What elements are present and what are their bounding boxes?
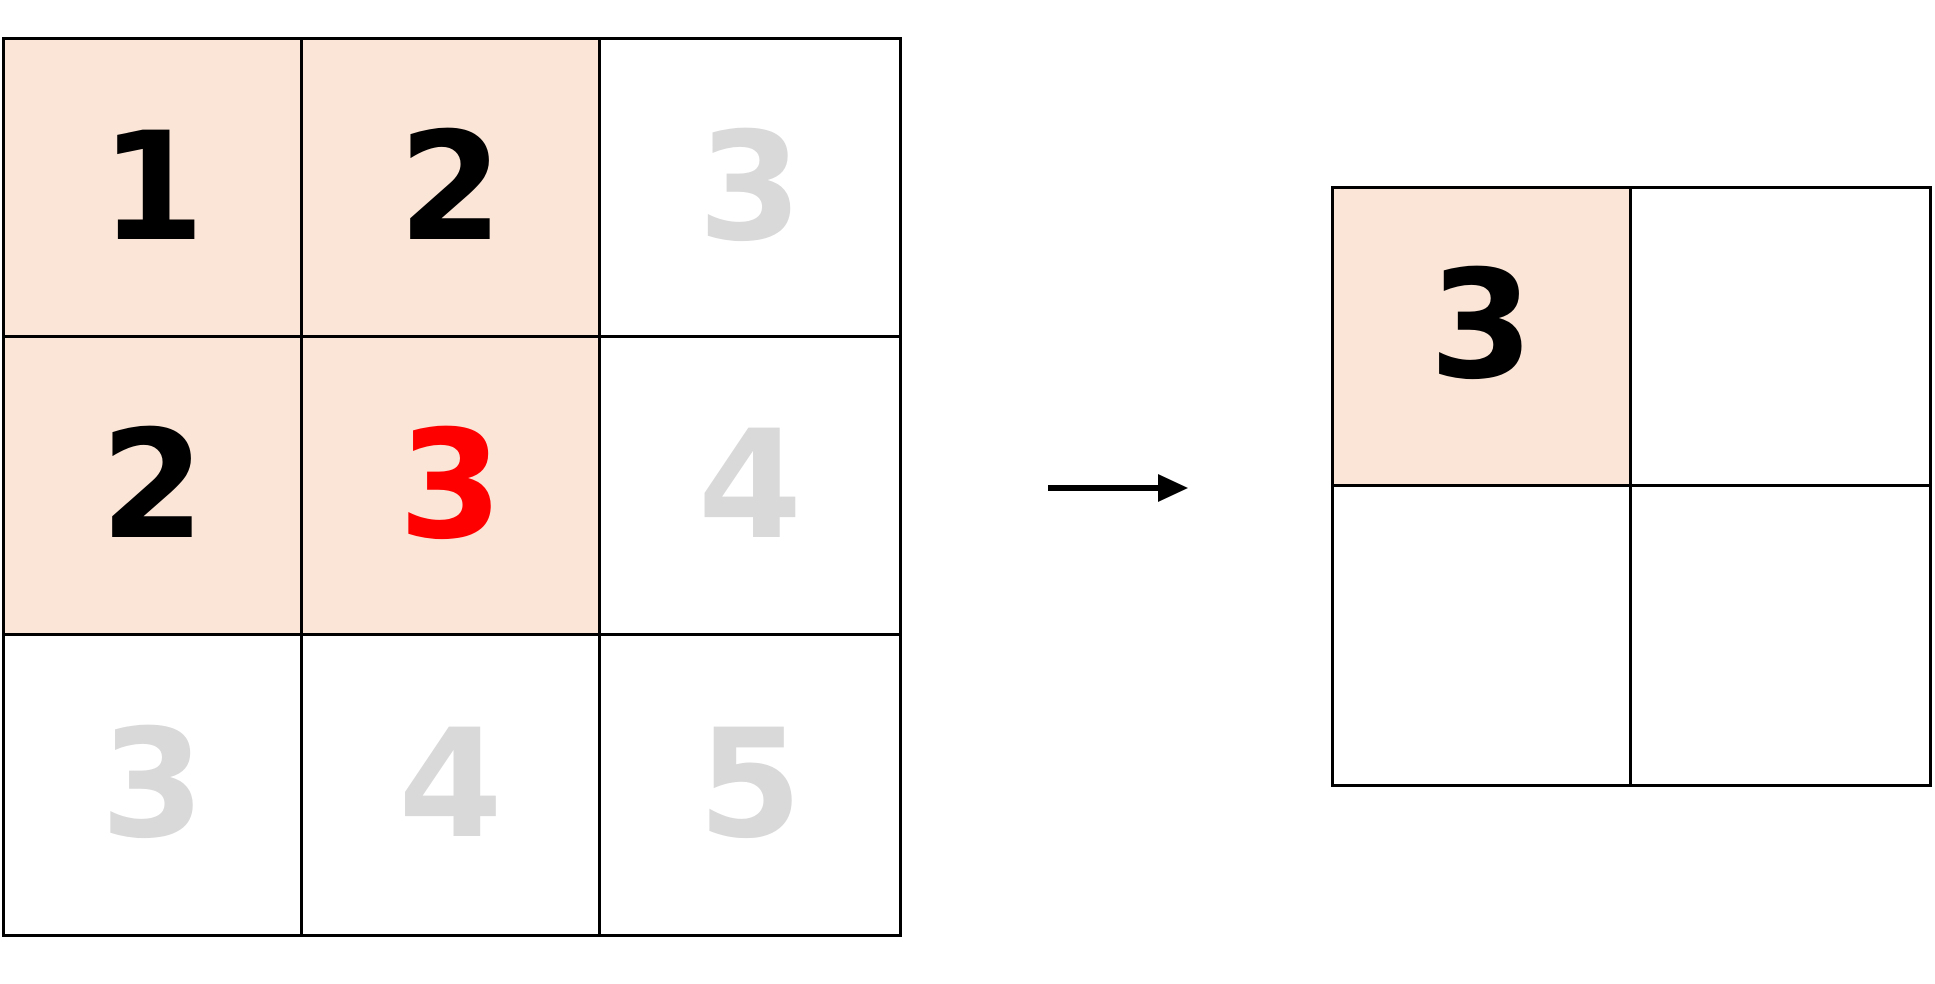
input-cell-r3c2: 4: [303, 636, 601, 934]
output-cell-r1c1: 3: [1334, 189, 1632, 487]
input-cell-r1c1: 1: [5, 40, 303, 338]
input-cell-r2c2: 3: [303, 338, 601, 636]
input-cell-r2c3: 4: [601, 338, 899, 636]
output-cell-r1c2: [1631, 189, 1929, 487]
input-cell-r2c1: 2: [5, 338, 303, 636]
input-cell-r3c3: 5: [601, 636, 899, 934]
right-arrow-icon: [1048, 474, 1188, 502]
input-cell-r1c2: 2: [303, 40, 601, 338]
input-cell-r1c3: 3: [601, 40, 899, 338]
output-grid: 3: [1331, 186, 1932, 787]
output-cell-r2c2: [1631, 486, 1929, 784]
output-cell-r2c1: [1334, 486, 1632, 784]
input-grid: 1 2 3 2 3 4 3 4 5: [2, 37, 902, 937]
input-cell-r3c1: 3: [5, 636, 303, 934]
